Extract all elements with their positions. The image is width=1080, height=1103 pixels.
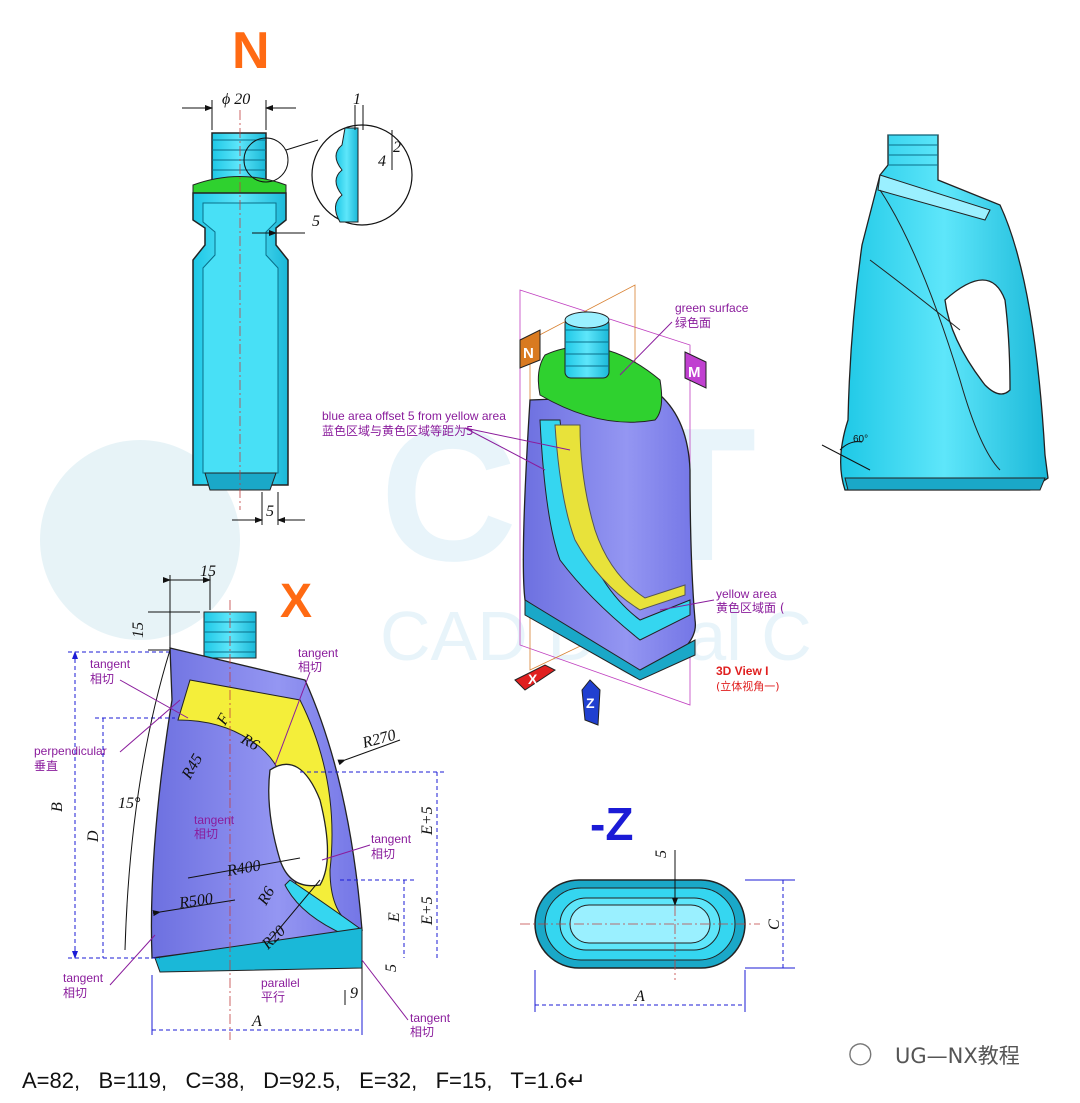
note-tangent-4-cn: 相切 xyxy=(371,847,395,861)
dim-e5-top-label: E+5 xyxy=(419,806,436,836)
dim-9-label: 9 xyxy=(350,985,358,1002)
note-tangent-5: tangent xyxy=(63,971,104,985)
note-tangent-6: tangent xyxy=(410,1011,451,1025)
dim-15-side: 15 xyxy=(130,622,147,638)
yellow-area-label-cn: 黄色区域面 ( xyxy=(716,601,785,615)
note-tangent-1-cn: 相切 xyxy=(90,672,114,686)
dim-a-label: A xyxy=(251,1013,262,1030)
note-tangent-3: tangent xyxy=(194,813,235,827)
dim-e5-bottom-label: E+5 xyxy=(419,896,436,926)
axis-x-badge: X xyxy=(528,671,538,687)
note-tangent-2: tangent xyxy=(298,646,339,660)
wechat-icon: ◯ xyxy=(848,1040,873,1065)
blue-area-label-cn: 蓝色区域与黄色区域等距为5 xyxy=(322,424,474,438)
axis-n-badge: N xyxy=(523,345,534,362)
view-label-n: N xyxy=(232,22,270,80)
axis-m-badge: M xyxy=(688,364,701,381)
angle-15-label: 15° xyxy=(118,795,141,812)
r270-label: R270 xyxy=(360,727,398,752)
right-cut-view: 60° xyxy=(821,134,1049,491)
view-label-neg-z: -Z xyxy=(590,798,633,850)
note-tangent-6-cn: 相切 xyxy=(410,1025,434,1039)
dim-15-top: 15 xyxy=(200,563,216,580)
dim-e-label: E xyxy=(386,912,403,923)
main-view-x: X B D A E E+5 E+5 xyxy=(34,563,451,1040)
wall-thickness-label: 5 xyxy=(312,213,320,230)
detail-dim-4: 4 xyxy=(378,153,386,170)
view-label-x: X xyxy=(280,575,312,628)
note-tangent-5-cn: 相切 xyxy=(63,986,87,1000)
3d-view-title-cn: (立体视角一) xyxy=(716,679,780,693)
note-parallel-cn: 平行 xyxy=(261,990,285,1004)
dim-d-label: D xyxy=(85,830,102,843)
dim-b-label: B xyxy=(49,802,66,812)
neg-z-dim-5: 5 xyxy=(653,850,670,858)
diameter-label: ϕ 20 xyxy=(222,91,250,108)
r400-label: R400 xyxy=(225,857,262,880)
r500-label: R500 xyxy=(177,890,214,912)
watermark-text: UG—NX教程 xyxy=(895,1044,1020,1068)
note-tangent-3-cn: 相切 xyxy=(194,827,218,841)
yellow-area-label: yellow area xyxy=(716,587,777,601)
iso-view: N M X Z green surface 绿色面 blue area offs… xyxy=(322,284,785,726)
note-tangent-1: tangent xyxy=(90,657,131,671)
bottom-view-neg-z: -Z 5 C A xyxy=(520,798,795,1012)
section-view-n: N ϕ 20 5 5 1 4 2 xyxy=(182,22,413,525)
green-surface-label: green surface xyxy=(675,301,749,315)
note-parallel: parallel xyxy=(261,976,300,990)
angle-60-label: 60° xyxy=(853,434,868,445)
neg-z-dim-a: A xyxy=(634,988,645,1005)
dim-5-bottom-label: 5 xyxy=(383,964,400,972)
axis-z-badge: Z xyxy=(586,695,595,711)
note-perpendicular: perpendicular xyxy=(34,744,107,758)
note-tangent-2-cn: 相切 xyxy=(298,660,322,674)
3d-view-title: 3D View I xyxy=(716,664,768,678)
parameter-list: A=82, B=119, C=38, D=92.5, E=32, F=15, T… xyxy=(22,1068,586,1093)
note-tangent-4: tangent xyxy=(371,832,412,846)
blue-area-label: blue area offset 5 from yellow area xyxy=(322,409,506,423)
bottom-thickness-label: 5 xyxy=(266,503,274,520)
green-surface-label-cn: 绿色面 xyxy=(675,315,711,330)
detail-dim-1: 1 xyxy=(353,91,361,108)
dim-c-label: C xyxy=(766,919,783,930)
detail-dim-2: 2 xyxy=(393,139,401,156)
note-perpendicular-cn: 垂直 xyxy=(34,759,58,773)
